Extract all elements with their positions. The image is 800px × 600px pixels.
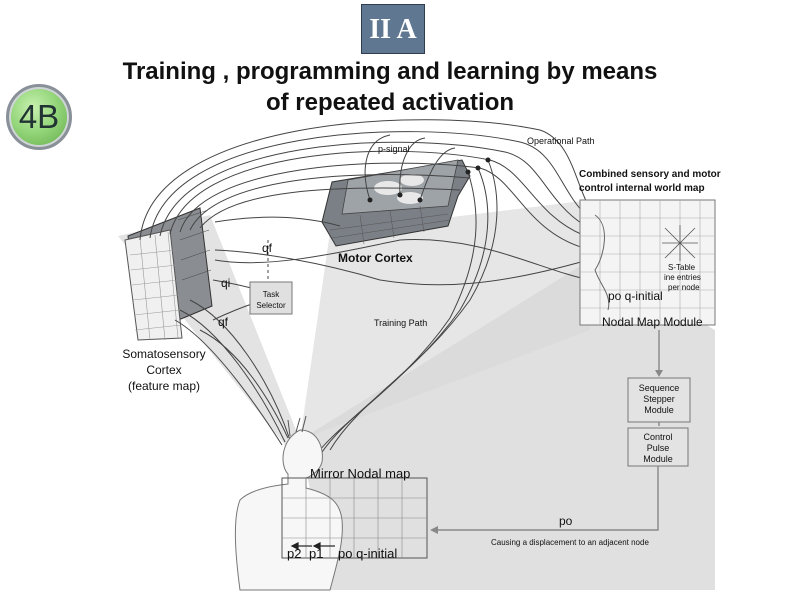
po-q-initial-bottom-label: po q-initial	[338, 546, 397, 561]
task-selector-box: Task Selector	[249, 281, 293, 315]
combined-map-label-line-2: control internal world map	[579, 183, 705, 194]
control-pulse-line-2: Pulse	[647, 443, 670, 453]
sequence-stepper-line-3: Module	[644, 405, 674, 415]
projection-cone-top	[300, 200, 590, 440]
neural-pathways	[139, 119, 591, 461]
slide-number-label: 4B	[18, 98, 60, 135]
slide-title: Training , programming and learning by m…	[40, 56, 740, 118]
p2-label: p2	[287, 546, 301, 561]
task-selector-label-line-2: Selector	[256, 301, 286, 310]
training-path-label: Training Path	[374, 318, 427, 328]
nodal-map-module-label: Nodal Map Module	[602, 315, 703, 329]
task-selector-label-line-1: Task	[263, 290, 280, 299]
pathway-junction-dots	[367, 157, 491, 203]
human-figure	[234, 415, 343, 591]
projection-cone-right	[300, 260, 715, 590]
displacement-caption: Causing a displacement to an adjacent no…	[491, 538, 649, 547]
po-label: po	[559, 514, 573, 528]
control-pulse-line-1: Control	[643, 432, 672, 442]
mirror-nodal-map	[281, 477, 428, 559]
qf-top-label: qf	[262, 241, 273, 255]
section-badge: II A	[361, 4, 425, 54]
sequence-stepper-line-2: Stepper	[643, 394, 675, 404]
flow-arrowheads	[430, 370, 663, 534]
somatosensory-label-line-2: Cortex	[146, 363, 181, 377]
p-signal-label: p-signal	[378, 144, 410, 154]
mirror-nodal-map-label: Mirror Nodal map	[310, 466, 410, 481]
slide-title-line-1: Training , programming and learning by m…	[122, 58, 658, 85]
combined-map-label-line-1: Combined sensory and motor	[579, 169, 721, 180]
p1-label: p1	[309, 546, 323, 561]
s-table-label-line-1: S-Table	[668, 263, 696, 272]
control-pulse-module: Control Pulse Module	[627, 427, 689, 467]
motor-cortex-label: Motor Cortex	[338, 251, 413, 265]
operational-path-label: Operational Path	[527, 136, 595, 146]
nodal-map-module	[579, 199, 716, 326]
somatosensory-label-line-3: (feature map)	[128, 379, 200, 393]
direction-star-icon	[662, 225, 698, 261]
somatosensory-cortex-map	[124, 207, 213, 341]
slide-title-line-2: of repeated activation	[265, 89, 515, 116]
s-table-label-line-2: ine entries	[664, 273, 701, 282]
module-flow-arrows	[435, 330, 660, 531]
somatosensory-label-line-1: Somatosensory	[122, 347, 205, 361]
qi-label: qi	[221, 276, 230, 290]
control-pulse-line-3: Module	[643, 454, 673, 464]
po-q-initial-label: po q-initial	[608, 289, 663, 303]
sequence-stepper-line-1: Sequence	[639, 383, 680, 393]
slide-number-badge: 4B	[6, 84, 72, 150]
sequence-stepper-module: Sequence Stepper Module	[627, 377, 691, 423]
s-table-label-line-3: per node	[668, 283, 700, 292]
qf-bottom-label: qf	[218, 315, 229, 329]
section-badge-label: II A	[369, 14, 417, 45]
